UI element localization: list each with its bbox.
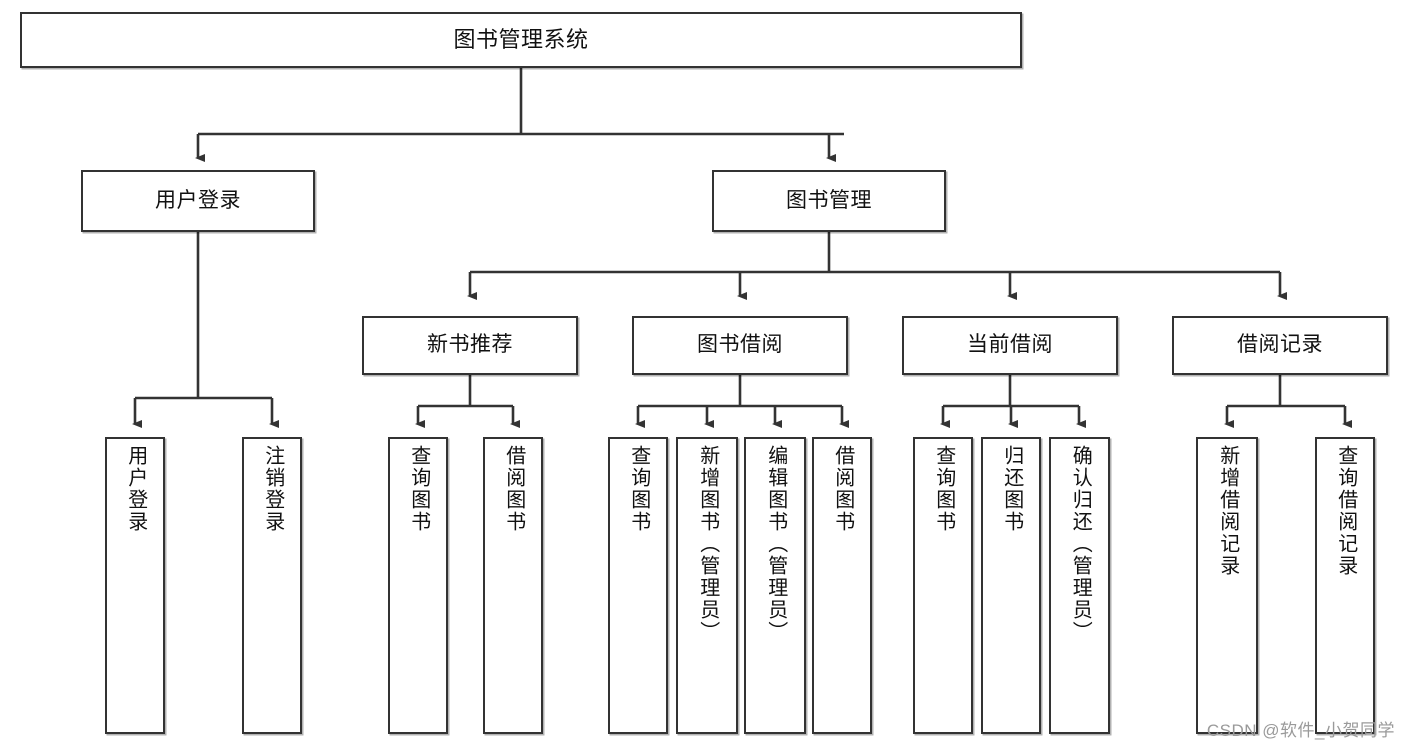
node-borrow-record-label: 借阅记录 <box>1237 333 1323 357</box>
node-leaf-query-book-rec[interactable]: 查询图书 <box>388 437 448 734</box>
node-leaf-query-book-rec-label: 查询图书 <box>407 445 430 533</box>
node-new-book-recommend[interactable]: 新书推荐 <box>362 316 578 375</box>
node-leaf-query-book-cur-label: 查询图书 <box>932 445 955 533</box>
node-leaf-query-book-cur[interactable]: 查询图书 <box>913 437 973 734</box>
node-leaf-add-borrow-record-label: 新增借阅记录 <box>1216 445 1239 577</box>
node-leaf-query-borrow-record[interactable]: 查询借阅记录 <box>1315 437 1375 734</box>
node-user-login-label: 用户登录 <box>155 188 241 212</box>
node-leaf-add-book-label: 新增图书（管理员） <box>696 445 719 643</box>
node-leaf-confirm-return-label: 确认归还（管理员） <box>1069 445 1092 643</box>
node-borrow-record[interactable]: 借阅记录 <box>1172 316 1388 375</box>
node-leaf-logout-label: 注销登录 <box>261 445 284 533</box>
node-book-manage[interactable]: 图书管理 <box>712 170 946 232</box>
node-current-borrow[interactable]: 当前借阅 <box>902 316 1118 375</box>
node-leaf-user-login-label: 用户登录 <box>124 445 147 533</box>
node-leaf-confirm-return[interactable]: 确认归还（管理员） <box>1049 437 1110 734</box>
node-book-borrow[interactable]: 图书借阅 <box>632 316 848 375</box>
node-leaf-return-book[interactable]: 归还图书 <box>981 437 1041 734</box>
node-leaf-edit-book[interactable]: 编辑图书（管理员） <box>744 437 806 734</box>
node-root-label: 图书管理系统 <box>453 27 589 53</box>
node-leaf-query-book-bw-label: 查询图书 <box>627 445 650 533</box>
node-leaf-edit-book-label: 编辑图书（管理员） <box>764 445 787 643</box>
node-root[interactable]: 图书管理系统 <box>20 12 1022 68</box>
watermark-text: CSDN @软件_小贺同学 <box>1206 721 1395 740</box>
node-user-login[interactable]: 用户登录 <box>81 170 315 232</box>
node-leaf-borrow-book-bw[interactable]: 借阅图书 <box>812 437 872 734</box>
node-leaf-add-borrow-record[interactable]: 新增借阅记录 <box>1196 437 1258 734</box>
node-leaf-query-borrow-record-label: 查询借阅记录 <box>1334 445 1357 577</box>
node-leaf-return-book-label: 归还图书 <box>1000 445 1023 533</box>
node-leaf-borrow-book-rec-label: 借阅图书 <box>502 445 525 533</box>
node-leaf-query-book-bw[interactable]: 查询图书 <box>608 437 668 734</box>
node-book-manage-label: 图书管理 <box>786 188 872 212</box>
node-book-borrow-label: 图书借阅 <box>697 333 783 357</box>
node-leaf-logout[interactable]: 注销登录 <box>242 437 302 734</box>
node-leaf-borrow-book-bw-label: 借阅图书 <box>831 445 854 533</box>
node-new-book-recommend-label: 新书推荐 <box>427 333 513 357</box>
node-leaf-add-book[interactable]: 新增图书（管理员） <box>676 437 738 734</box>
node-leaf-borrow-book-rec[interactable]: 借阅图书 <box>483 437 543 734</box>
node-leaf-user-login[interactable]: 用户登录 <box>105 437 165 734</box>
node-current-borrow-label: 当前借阅 <box>967 333 1053 357</box>
